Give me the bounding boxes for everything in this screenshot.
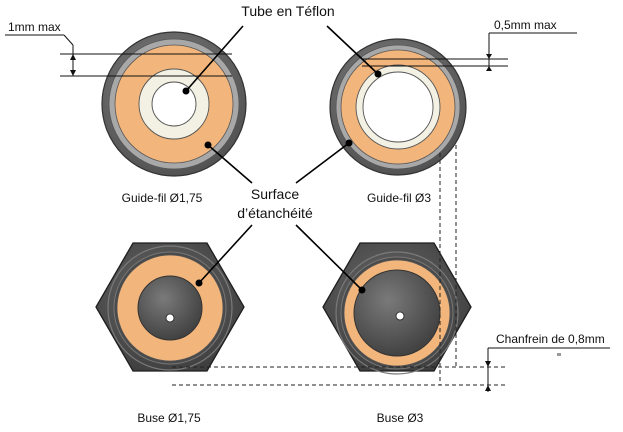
leader-teflon-right <box>326 25 379 75</box>
dimension-05mm <box>362 32 577 71</box>
leader-dot-4 <box>345 139 353 147</box>
leader-dot-5 <box>195 279 203 287</box>
leader-teflon-left <box>185 25 244 92</box>
leader-surface-left <box>207 144 253 184</box>
dimension-1mm <box>5 34 232 77</box>
leader-surface-buse-right <box>295 224 363 291</box>
leader-lines <box>182 25 382 294</box>
projection-lines <box>172 145 508 386</box>
label-dim-1mm: 1mm max <box>8 20 61 34</box>
label-surface-line2: d’étanchéité <box>237 205 313 221</box>
label-tube-teflon: Tube en Téflon <box>241 3 334 19</box>
buse-3-outer-ring <box>335 251 459 375</box>
leader-surface-buse-left <box>198 224 253 284</box>
dimension-chanfrein <box>485 347 610 392</box>
label-dim-chanfrein: Chanfrein de 0,8mm <box>496 332 605 346</box>
buse-3 <box>322 242 472 375</box>
dimension-marker-icon <box>557 353 561 356</box>
label-guide-3: Guide-fil Ø3 <box>367 191 431 205</box>
guide-fil-175 <box>101 31 247 177</box>
leader-surface-right <box>295 142 350 184</box>
label-buse-3: Buse Ø3 <box>377 411 424 425</box>
guide-fil-3 <box>329 38 467 176</box>
buse-175-orifice <box>165 313 175 323</box>
label-dim-05mm: 0,5mm max <box>494 18 557 32</box>
leader-dot-2 <box>374 70 382 78</box>
label-guide-175: Guide-fil Ø1,75 <box>122 191 203 205</box>
leader-dot-3 <box>204 141 212 149</box>
buse-175-core <box>137 275 203 341</box>
guide-175-bore <box>151 81 197 127</box>
buse-175-outer-ring <box>107 245 233 371</box>
leader-dot-1 <box>182 87 190 95</box>
leader-dot-6 <box>358 286 366 294</box>
label-buse-175: Buse Ø1,75 <box>137 411 201 425</box>
label-surface-line1: Surface <box>251 186 299 202</box>
guide-3-bore <box>362 71 434 143</box>
buse-175 <box>95 242 245 372</box>
buse-3-orifice <box>395 311 405 321</box>
